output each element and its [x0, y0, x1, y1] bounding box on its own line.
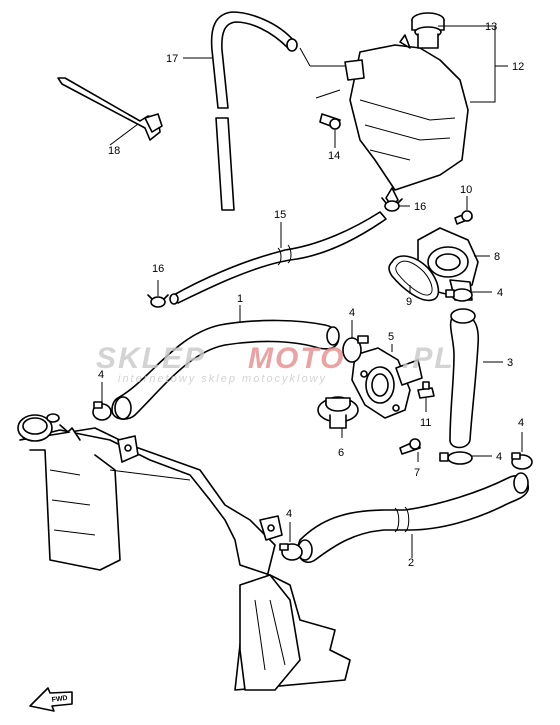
hose-15 — [169, 211, 387, 305]
label-11: 11 — [420, 417, 431, 429]
hose-1 — [111, 319, 340, 420]
label-13: 13 — [485, 21, 497, 33]
label-7: 7 — [414, 467, 420, 479]
label-4-hose3-bottom: 4 — [496, 451, 502, 463]
clamp-hose2-left — [279, 543, 303, 561]
fwd-label: FWD — [51, 695, 68, 704]
label-4-radiator: 4 — [98, 369, 104, 381]
part-labels: 13 12 17 18 14 16 10 8 9 4 15 16 1 4 5 3… — [98, 21, 524, 569]
label-4-hose3-top: 4 — [497, 287, 503, 299]
watermark-brand-part1: SKLEP — [96, 342, 206, 375]
label-4-hose2-right: 4 — [518, 417, 524, 429]
clamp-hose3-top — [445, 288, 473, 302]
reservoir-tank — [344, 12, 469, 207]
watermark-brand-part3: .PL — [402, 342, 455, 375]
watermark: SKLEP MOTO .PL internetowy sklep motocyk… — [96, 342, 455, 385]
label-16-lower: 16 — [152, 263, 164, 275]
label-3: 3 — [507, 357, 513, 369]
o-ring-9 — [388, 255, 440, 302]
thermostat-housing — [351, 347, 423, 419]
radiator — [17, 413, 351, 691]
hose-17 — [210, 11, 298, 211]
watermark-tagline: internetowy sklep motocyklowy — [118, 373, 327, 385]
leader-lines — [101, 25, 523, 558]
hose-2 — [297, 472, 530, 564]
label-9: 9 — [406, 296, 412, 308]
clamp-radiator-left — [92, 401, 112, 421]
clamp-upper — [342, 335, 369, 363]
label-4-hose2-left: 4 — [286, 508, 292, 520]
watermark-brand-part2: MOTO — [248, 342, 345, 375]
thermostat — [317, 396, 359, 429]
clamp-hose3-bottom — [439, 451, 473, 465]
label-2: 2 — [408, 557, 414, 569]
label-16-upper: 16 — [414, 201, 426, 213]
label-18: 18 — [108, 145, 120, 157]
label-15: 15 — [274, 209, 286, 221]
clamp-hose2-right — [511, 452, 533, 470]
sensor-11 — [417, 381, 435, 399]
bolt-10 — [454, 210, 473, 225]
label-12: 12 — [512, 61, 524, 73]
bolt-14 — [319, 113, 341, 130]
label-4-upper: 4 — [349, 307, 355, 319]
bracket-18 — [57, 77, 163, 141]
fwd-arrow: FWD — [29, 687, 73, 712]
label-6: 6 — [338, 447, 344, 459]
hose-3 — [449, 308, 479, 449]
label-8: 8 — [494, 251, 500, 263]
label-17: 17 — [166, 53, 178, 65]
bolt-7 — [399, 438, 421, 455]
label-5: 5 — [388, 331, 394, 343]
label-14: 14 — [328, 150, 340, 162]
clip-16-lower — [147, 294, 169, 308]
label-1: 1 — [237, 293, 243, 305]
label-10: 10 — [460, 184, 472, 196]
